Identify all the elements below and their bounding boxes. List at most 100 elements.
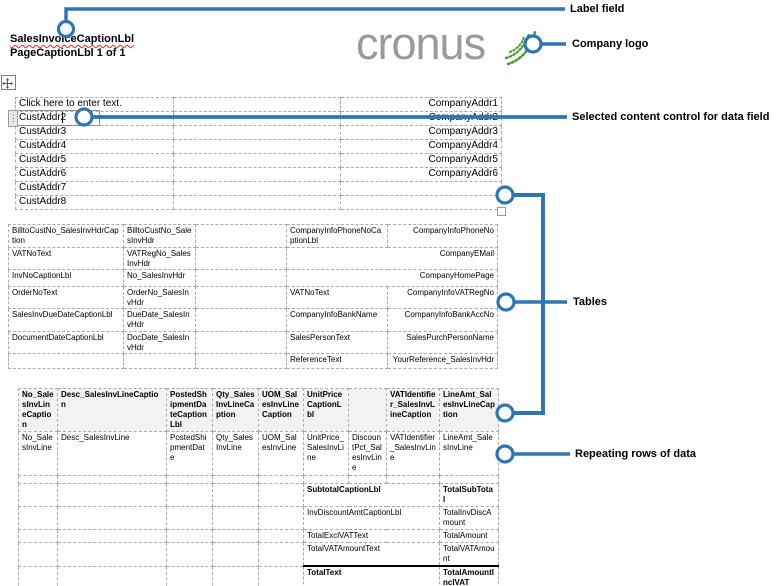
data-cell[interactable]: UOM_SalesInvLine [258, 431, 304, 476]
empty-cell[interactable] [195, 308, 287, 332]
company-addr-cell[interactable]: CompanyAddr6 [340, 167, 502, 182]
empty-cell[interactable] [303, 475, 349, 484]
empty-cell[interactable] [439, 475, 499, 484]
caption-cell[interactable]: BilltoCustNo_SalesInvHdrCaption [8, 224, 124, 248]
empty-cell[interactable] [173, 153, 341, 168]
empty-cell[interactable] [258, 529, 304, 543]
empty-cell[interactable] [57, 565, 167, 586]
cust-addr-cell[interactable]: CustAddr6 [15, 167, 174, 182]
data-cell[interactable]: DiscountPct_SalesInvLine [348, 431, 387, 476]
empty-cell[interactable] [340, 195, 502, 210]
empty-cell[interactable] [173, 111, 341, 126]
data-cell[interactable]: UnitPrice_SalesInvLine [303, 431, 349, 476]
data-cell[interactable]: No_SalesInvLine [18, 431, 58, 476]
header-cell[interactable]: UOM_SalesInvLineCaption [258, 388, 304, 432]
empty-cell[interactable] [258, 475, 304, 484]
empty-cell[interactable] [18, 529, 58, 543]
empty-cell[interactable] [57, 542, 167, 567]
empty-cell[interactable] [166, 506, 213, 530]
empty-cell[interactable] [8, 353, 124, 369]
empty-cell[interactable] [386, 475, 440, 484]
empty-cell[interactable] [195, 331, 287, 354]
content-control-drag-handle[interactable]: ⋮ [8, 110, 18, 127]
field-cell[interactable]: CompanyHomePage [286, 269, 498, 287]
empty-cell[interactable] [18, 483, 58, 507]
empty-cell[interactable] [166, 475, 213, 484]
field-cell[interactable]: VATRegNo_SalesInvHdr [123, 247, 196, 270]
empty-cell[interactable] [340, 181, 502, 196]
empty-cell[interactable] [212, 565, 259, 586]
caption-cell[interactable]: SalesInvDueDateCaptionLbl [8, 308, 124, 332]
data-cell[interactable]: Desc_SalesInvLine [57, 431, 167, 476]
empty-cell[interactable] [212, 529, 259, 543]
field-cell[interactable]: DueDate_SalesInvHdr [123, 308, 196, 332]
empty-cell[interactable] [18, 542, 58, 567]
data-cell[interactable]: PostedShipmentDate [166, 431, 213, 476]
empty-cell[interactable] [212, 475, 259, 484]
total-caption-cell[interactable]: SubtotalCaptionLbl [303, 483, 440, 507]
data-cell[interactable]: VATIdentifier_SalesInvLine [386, 431, 440, 476]
empty-cell[interactable] [195, 224, 287, 248]
empty-cell[interactable] [195, 286, 287, 309]
empty-cell[interactable] [258, 542, 304, 567]
field-cell[interactable]: CompanyInfoVATRegNo [387, 286, 498, 309]
cust-addr-cell[interactable]: CustAddr5 [15, 153, 174, 168]
empty-cell[interactable] [173, 97, 341, 112]
empty-cell[interactable] [18, 565, 58, 586]
total-caption-cell[interactable]: TotalText [303, 565, 440, 586]
header-cell[interactable]: Qty_SalesInvLineCaption [212, 388, 259, 432]
company-addr-cell[interactable]: CompanyAddr2 [340, 111, 502, 126]
company-addr-cell[interactable]: CompanyAddr3 [340, 125, 502, 140]
empty-cell[interactable] [258, 483, 304, 507]
caption-cell[interactable]: CompanyInfoPhoneNoCaptionLbl [286, 224, 388, 248]
empty-cell[interactable] [123, 353, 196, 369]
caption-cell[interactable]: VATNoText [8, 247, 124, 270]
cust-addr-cell[interactable]: CustAddr7 [15, 181, 174, 196]
empty-cell[interactable] [195, 269, 287, 287]
caption-cell[interactable]: DocumentDateCaptionLbl [8, 331, 124, 354]
field-cell[interactable]: OrderNo_SalesInvHdr [123, 286, 196, 309]
header-cell[interactable] [348, 388, 387, 432]
company-addr-cell[interactable]: CompanyAddr4 [340, 139, 502, 154]
total-value-cell[interactable]: TotalSubTotal [439, 483, 499, 507]
empty-cell[interactable] [212, 542, 259, 567]
total-caption-cell[interactable]: TotalExclVATText [303, 529, 440, 543]
cust-addr-cell[interactable]: CustAddr8 [15, 195, 174, 210]
header-cell[interactable]: UnitPriceCaptionLbl [303, 388, 349, 432]
header-cell[interactable]: VATIdentifier_SalesInvLineCaption [386, 388, 440, 432]
total-value-cell[interactable]: TotalAmount [439, 529, 499, 543]
empty-cell[interactable] [18, 475, 58, 484]
empty-cell[interactable] [166, 542, 213, 567]
empty-cell[interactable] [173, 167, 341, 182]
field-cell[interactable]: DocDate_SalesInvHdr [123, 331, 196, 354]
empty-cell[interactable] [195, 353, 287, 369]
empty-cell[interactable] [166, 483, 213, 507]
header-cell[interactable]: Desc_SalesInvLineCaption [57, 388, 167, 432]
data-cell[interactable]: LineAmt_SalesInvLine [439, 431, 499, 476]
table-move-handle[interactable] [1, 75, 16, 90]
total-caption-cell[interactable]: InvDiscountAmtCaptionLbl [303, 506, 440, 530]
cust-addr-cell[interactable]: CustAddr4 [15, 139, 174, 154]
empty-cell[interactable] [166, 565, 213, 586]
empty-cell[interactable] [173, 125, 341, 140]
empty-cell[interactable] [212, 506, 259, 530]
field-cell[interactable]: CompanyInfoPhoneNo [387, 224, 498, 248]
empty-cell[interactable] [57, 483, 167, 507]
empty-cell[interactable] [166, 529, 213, 543]
empty-cell[interactable] [173, 181, 341, 196]
field-cell[interactable]: No_SalesInvHdr [123, 269, 196, 287]
empty-cell[interactable] [258, 565, 304, 586]
data-cell[interactable]: Qty_SalesInvLine [212, 431, 259, 476]
total-value-cell[interactable]: TotalVATAmount [439, 542, 499, 567]
caption-cell[interactable]: ReferenceText [286, 353, 388, 369]
company-addr-cell[interactable]: CompanyAddr1 [340, 97, 502, 112]
empty-cell[interactable] [258, 506, 304, 530]
field-cell[interactable]: SalesPurchPersonName [387, 331, 498, 354]
cust-addr-cell[interactable]: CustAddr3 [15, 125, 174, 140]
caption-cell[interactable]: OrderNoText [8, 286, 124, 309]
caption-cell[interactable]: SalesPersonText [286, 331, 388, 354]
empty-cell[interactable] [195, 247, 287, 270]
page-caption-label[interactable]: PageCaptionLbl 1 of 1 [10, 47, 126, 59]
header-cell[interactable]: LineAmt_SalesInvLineCaption [439, 388, 499, 432]
empty-cell[interactable] [173, 139, 341, 154]
